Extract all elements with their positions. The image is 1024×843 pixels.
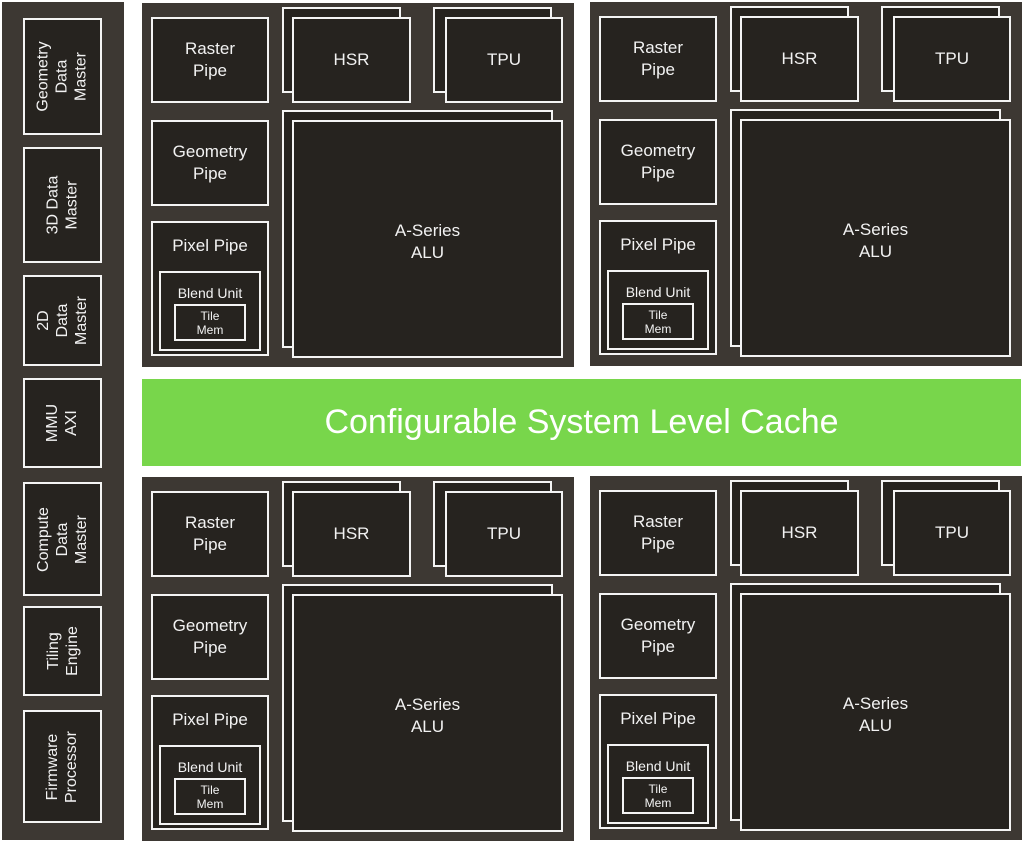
tpu-label: TPU <box>935 49 969 68</box>
blend-unit: Blend Unit Tile Mem <box>159 271 261 351</box>
geometry-pipe-label: Geometry Pipe <box>172 616 248 657</box>
a-series-alu: A-Series ALU <box>292 594 563 832</box>
tile-memory: Tile Mem <box>622 303 694 340</box>
3d-data-master: 3D Data Master <box>23 147 102 263</box>
tile-memory: Tile Mem <box>622 777 694 814</box>
tpu: TPU <box>445 491 563 577</box>
mmu-axi-label: MMU AXI <box>44 403 81 443</box>
tpu: TPU <box>445 17 563 103</box>
raster-pipe-label: Raster Pipe <box>184 39 236 80</box>
hsr-label: HSR <box>333 50 370 69</box>
2d-data-master-label: 2D Data Master <box>35 296 90 345</box>
pixel-pipe: Pixel Pipe Blend Unit Tile Mem <box>151 695 269 830</box>
tile-memory-label: Tile Mem <box>644 781 672 810</box>
hsr: HSR <box>292 17 411 103</box>
tile-memory: Tile Mem <box>174 304 246 341</box>
compute-data-master: Compute Data Master <box>23 482 102 596</box>
blend-unit: Blend Unit Tile Mem <box>607 270 709 350</box>
blend-unit-label: Blend Unit <box>625 284 691 300</box>
geometry-pipe: Geometry Pipe <box>599 593 717 679</box>
hsr: HSR <box>740 490 859 576</box>
geometry-pipe: Geometry Pipe <box>599 119 717 205</box>
hsr-label: HSR <box>781 49 818 68</box>
tiling-engine: Tiling Engine <box>23 606 102 696</box>
hsr-label: HSR <box>781 523 818 542</box>
geometry-pipe: Geometry Pipe <box>151 594 269 680</box>
raster-pipe-label: Raster Pipe <box>184 513 236 554</box>
geometry-pipe: Geometry Pipe <box>151 120 269 206</box>
a-series-alu: A-Series ALU <box>740 593 1011 831</box>
hsr: HSR <box>292 491 411 577</box>
tpu-label: TPU <box>935 523 969 542</box>
pixel-pipe-label: Pixel Pipe <box>172 236 248 255</box>
pixel-pipe: Pixel Pipe Blend Unit Tile Mem <box>599 694 717 829</box>
raster-pipe: Raster Pipe <box>599 490 717 576</box>
3d-data-master-label: 3D Data Master <box>44 175 81 235</box>
blend-unit: Blend Unit Tile Mem <box>607 744 709 824</box>
tile-memory-label: Tile Mem <box>196 308 224 337</box>
a-series-alu-label: A-Series ALU <box>842 220 909 261</box>
a-series-alu: A-Series ALU <box>292 120 563 358</box>
a-series-alu: A-Series ALU <box>740 119 1011 357</box>
tpu: TPU <box>893 490 1011 576</box>
cache-label: Configurable System Level Cache <box>324 403 839 441</box>
pixel-pipe: Pixel Pipe Blend Unit Tile Mem <box>599 220 717 355</box>
raster-pipe-label: Raster Pipe <box>632 38 684 79</box>
blend-unit-label: Blend Unit <box>177 285 243 301</box>
raster-pipe: Raster Pipe <box>151 17 269 103</box>
a-series-alu-label: A-Series ALU <box>394 695 461 736</box>
firmware-processor-label: Firmware Processor <box>44 730 81 803</box>
raster-pipe: Raster Pipe <box>151 491 269 577</box>
raster-pipe: Raster Pipe <box>599 16 717 102</box>
tpu: TPU <box>893 16 1011 102</box>
geometry-pipe-label: Geometry Pipe <box>620 615 696 656</box>
geometry-pipe-label: Geometry Pipe <box>172 142 248 183</box>
system-level-cache: Configurable System Level Cache <box>142 379 1021 466</box>
firmware-processor: Firmware Processor <box>23 710 102 823</box>
pixel-pipe-label: Pixel Pipe <box>172 710 248 729</box>
blend-unit: Blend Unit Tile Mem <box>159 745 261 825</box>
compute-data-master-label: Compute Data Master <box>34 506 90 572</box>
2d-data-master: 2D Data Master <box>23 275 102 366</box>
tiling-engine-label: Tiling Engine <box>44 626 81 676</box>
tpu-label: TPU <box>487 524 521 543</box>
geometry-pipe-label: Geometry Pipe <box>620 141 696 182</box>
pixel-pipe-label: Pixel Pipe <box>620 709 696 728</box>
blend-unit-label: Blend Unit <box>177 759 243 775</box>
pixel-pipe-label: Pixel Pipe <box>620 235 696 254</box>
mmu-axi: MMU AXI <box>23 378 102 468</box>
raster-pipe-label: Raster Pipe <box>632 512 684 553</box>
hsr: HSR <box>740 16 859 102</box>
a-series-alu-label: A-Series ALU <box>842 694 909 735</box>
a-series-alu-label: A-Series ALU <box>394 221 461 262</box>
hsr-label: HSR <box>333 524 370 543</box>
tile-memory-label: Tile Mem <box>644 307 672 336</box>
tile-memory-label: Tile Mem <box>196 782 224 811</box>
blend-unit-label: Blend Unit <box>625 758 691 774</box>
geometry-data-master: Geometry Data Master <box>23 18 102 135</box>
geometry-data-master-label: Geometry Data Master <box>35 41 90 112</box>
tile-memory: Tile Mem <box>174 778 246 815</box>
tpu-label: TPU <box>487 50 521 69</box>
pixel-pipe: Pixel Pipe Blend Unit Tile Mem <box>151 221 269 356</box>
